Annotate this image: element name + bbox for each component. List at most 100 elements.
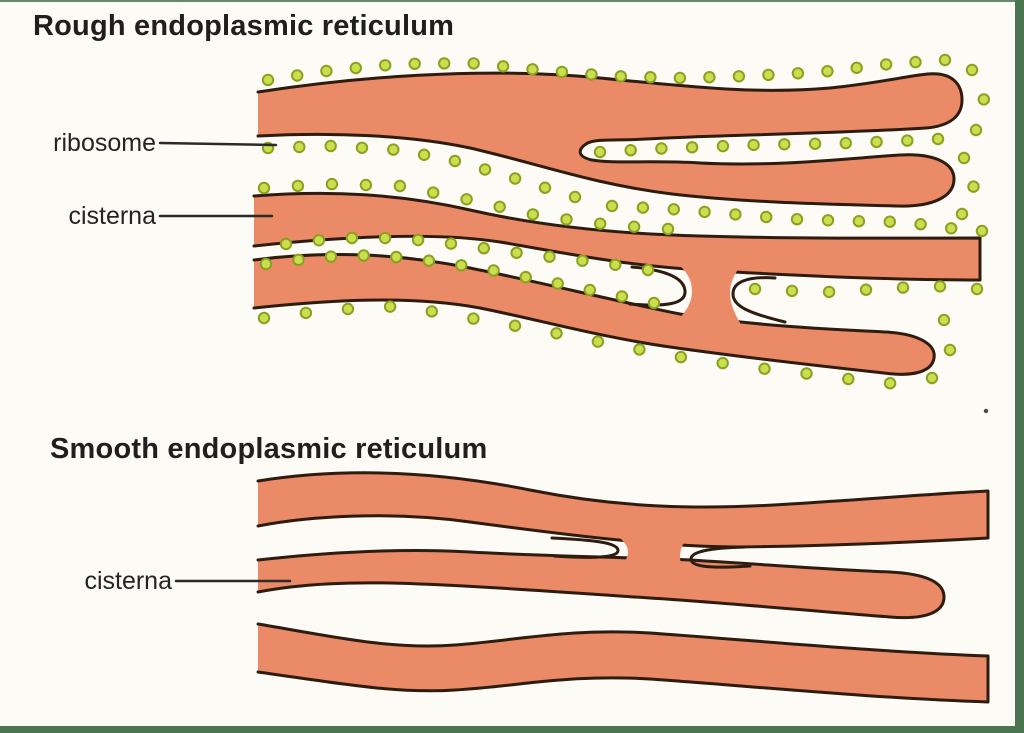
ribosome-dot bbox=[576, 254, 589, 267]
ribosome-dot bbox=[641, 263, 655, 277]
ribosome-dot bbox=[312, 234, 326, 247]
ribosome-dot bbox=[487, 264, 500, 277]
smooth-cisterna-top bbox=[256, 471, 990, 549]
ribosome-dot bbox=[870, 135, 883, 149]
smooth-bridge-left-slot-outline bbox=[550, 536, 620, 559]
ribosome-dot bbox=[438, 57, 451, 70]
ribosome-dot bbox=[729, 208, 742, 221]
ribosome-dot bbox=[448, 154, 462, 168]
ribosome-dot bbox=[957, 151, 971, 165]
ribosome-dot bbox=[969, 123, 983, 137]
ribosome-dot bbox=[427, 186, 440, 199]
ribosome-dot bbox=[560, 213, 573, 226]
ribosome-dot bbox=[822, 285, 836, 299]
ribosome-dot bbox=[967, 180, 980, 193]
rough-er-membranes bbox=[252, 71, 982, 376]
ribosome-dot bbox=[378, 231, 392, 245]
ribosome-dot bbox=[674, 350, 688, 364]
ribosome-dot bbox=[747, 138, 760, 152]
ribosome-dot bbox=[345, 231, 359, 245]
ribosome-dot bbox=[292, 253, 305, 266]
ribosome-dot bbox=[493, 200, 506, 214]
ribosome-dot bbox=[762, 68, 775, 82]
ribosome-dot bbox=[355, 141, 369, 155]
ribosome-dot bbox=[359, 178, 373, 192]
ribosome-dot bbox=[965, 63, 979, 77]
ribosome-dot bbox=[349, 61, 362, 75]
ribosome-dot bbox=[467, 312, 480, 325]
ribosome-dot bbox=[387, 143, 400, 156]
ribosome-dot bbox=[583, 283, 596, 297]
ribosome-dot bbox=[852, 215, 866, 228]
cisterna-smooth-label: cisterna bbox=[84, 567, 172, 595]
ribosome-dot bbox=[568, 190, 582, 204]
ribosome-dot bbox=[411, 233, 425, 247]
ribosome-dot bbox=[633, 343, 646, 356]
ribosome-dot bbox=[624, 144, 637, 157]
ribosome-dot bbox=[778, 138, 791, 151]
ribosome-dot bbox=[808, 137, 822, 150]
ribosome-dots bbox=[257, 53, 990, 390]
ribosome-dot bbox=[937, 313, 951, 327]
ribosome-dot bbox=[938, 53, 952, 67]
ribosome-dot bbox=[975, 224, 989, 238]
smooth-er-bridge bbox=[610, 530, 688, 576]
ribosome-dot bbox=[627, 220, 641, 233]
ribosome-dot bbox=[594, 217, 607, 230]
ribosome-dot bbox=[585, 68, 598, 81]
ribosome-dot bbox=[383, 300, 397, 313]
ribosome-dot bbox=[914, 218, 927, 231]
rough-bridge-right-slot-outline bbox=[731, 276, 787, 324]
ribosome-dot bbox=[291, 69, 304, 82]
ribosome-dot bbox=[716, 139, 730, 153]
ribosome-leader-line bbox=[158, 141, 278, 147]
ribosome-dot bbox=[647, 296, 661, 310]
ribosome-dot bbox=[538, 181, 552, 194]
ribosome-dot bbox=[791, 67, 805, 80]
ribosome-dot bbox=[519, 270, 532, 284]
rough-cisterna-middle bbox=[252, 191, 982, 282]
ribosome-dot bbox=[614, 70, 627, 83]
smooth-cisterna-bottom bbox=[256, 622, 990, 704]
page-edge-bottom bbox=[0, 726, 1024, 733]
ribosome-dot bbox=[609, 258, 622, 271]
ribosome-dot bbox=[859, 283, 873, 296]
ribosome-dot bbox=[748, 282, 762, 296]
ribosome-dot bbox=[526, 63, 539, 76]
ribosome-dot bbox=[425, 305, 438, 318]
ribosome-dot bbox=[698, 205, 711, 219]
ribosome-dot bbox=[299, 306, 313, 320]
rough-cisterna-bottom bbox=[252, 252, 936, 376]
ribosome-dot bbox=[460, 193, 473, 206]
ribosome-dot bbox=[785, 284, 799, 298]
ribosome-dot bbox=[977, 93, 990, 106]
ribosome-dot bbox=[379, 59, 392, 72]
ribosome-dot bbox=[896, 281, 910, 294]
ribosome-dot bbox=[496, 60, 510, 73]
ribosome-dot bbox=[850, 61, 863, 75]
rough-er-bridge bbox=[674, 260, 742, 326]
ribosome-dot bbox=[758, 362, 771, 375]
ribosome-dot bbox=[477, 242, 490, 255]
rough-er-title: Rough endoplasmic reticulum bbox=[33, 10, 455, 42]
ribosome-dot bbox=[821, 65, 834, 78]
ribosome-dot bbox=[257, 181, 271, 195]
page-edge-top bbox=[0, 0, 1024, 2]
ribosome-dot bbox=[703, 71, 716, 84]
leader-lines bbox=[158, 141, 292, 583]
ribosome-dot bbox=[478, 163, 492, 176]
ribosome-dot bbox=[883, 215, 896, 228]
ribosome-dot bbox=[673, 71, 687, 85]
ribosome-label: ribosome bbox=[53, 129, 156, 157]
ribosome-dot bbox=[644, 71, 657, 84]
ribosome-dot bbox=[879, 58, 893, 71]
rough-cisterna-top-forked bbox=[256, 71, 964, 208]
ribosome-dot bbox=[661, 222, 675, 236]
ribosome-dot bbox=[390, 250, 403, 264]
ribosome-dot bbox=[551, 277, 564, 290]
ribosome-dot bbox=[555, 65, 569, 79]
ribosome-dot bbox=[901, 134, 914, 147]
ribosome-dot bbox=[320, 64, 333, 78]
ribosome-dot bbox=[257, 311, 271, 325]
